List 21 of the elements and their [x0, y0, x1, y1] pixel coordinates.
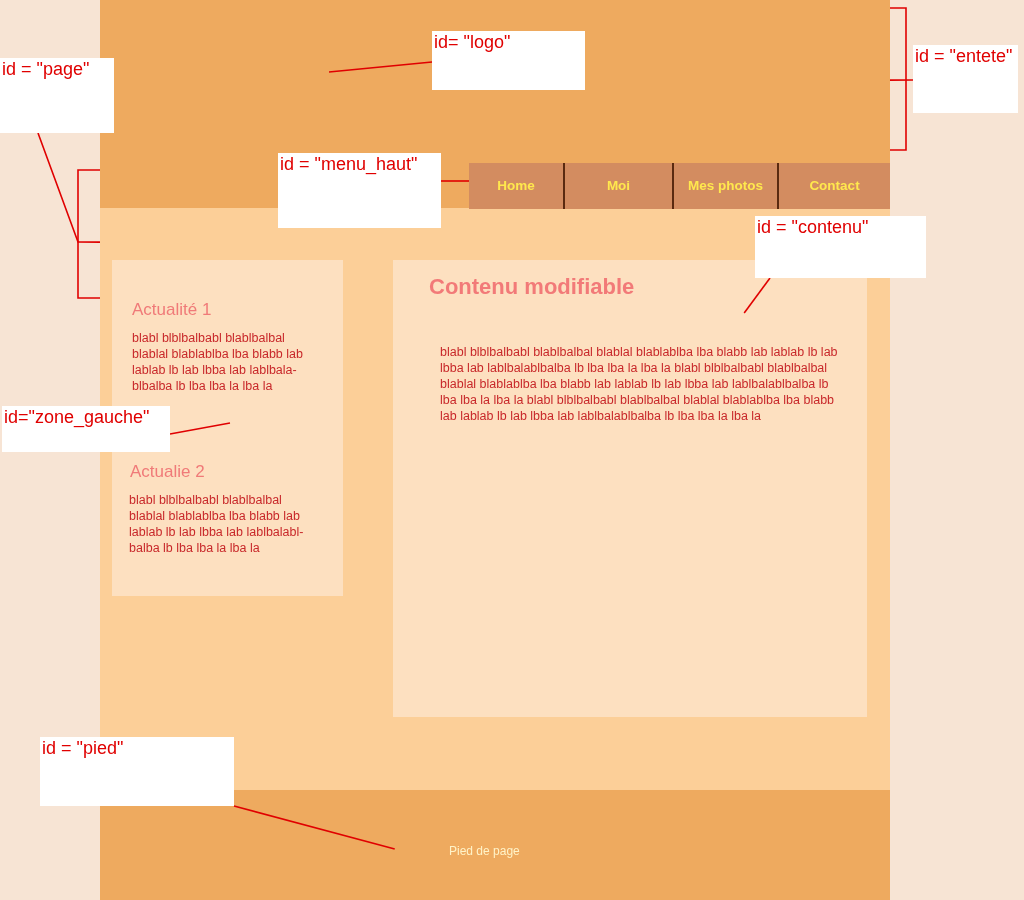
footer-band	[100, 790, 890, 900]
leader-line	[889, 79, 914, 81]
annotation-label: id = "page"	[0, 58, 114, 133]
paragraph: blabl blblbalbabl blablbalbal blablal blablablba lba blabb lab lablab lb lab lbba lab lablbalablbalba lb lba lba la lba la blabl blblbalbabl blablbalbal blablal blablablba lba blabb lab lablab lb lab lbba lab lablbalablbalba lb lba lba la lba la blabl blblbalbabl blablbalbal blablal blablablba lba blabb lab lablab lb lab lbba lab lablbalablbalba lb lba lba la lba la	[440, 344, 839, 424]
leader-line	[440, 180, 470, 182]
footer-text: Pied de page	[449, 844, 521, 858]
annotation-label: id = "contenu"	[755, 216, 926, 278]
content-panel	[393, 260, 867, 717]
leader-line	[743, 277, 771, 314]
paragraph: blabl blblbalbabl blablbalbal blablal blablablba lba blabb lab lablab lb lab lbba lab lablbalabl-balba lb lba lba la lba la	[129, 492, 305, 556]
annotation-label: id = "entete"	[913, 45, 1018, 113]
section-heading: Actualie 2	[130, 462, 206, 482]
leader-line	[233, 805, 396, 850]
annotation-label: id="zone_gauche"	[2, 406, 170, 452]
content-heading: Contenu modifiable	[429, 274, 636, 300]
leader-line	[328, 61, 433, 73]
annotation-label: id = "pied"	[40, 737, 234, 806]
section-heading: Actualité 1	[132, 300, 213, 320]
paragraph: blabl blblbalbabl blablbalbal blablal blablablba lba blabb lab lablab lb lab lbba lab lablbala-blbalba lb lba lba la lba la	[132, 330, 304, 394]
leader-line	[37, 132, 101, 243]
leader-line	[169, 422, 231, 435]
